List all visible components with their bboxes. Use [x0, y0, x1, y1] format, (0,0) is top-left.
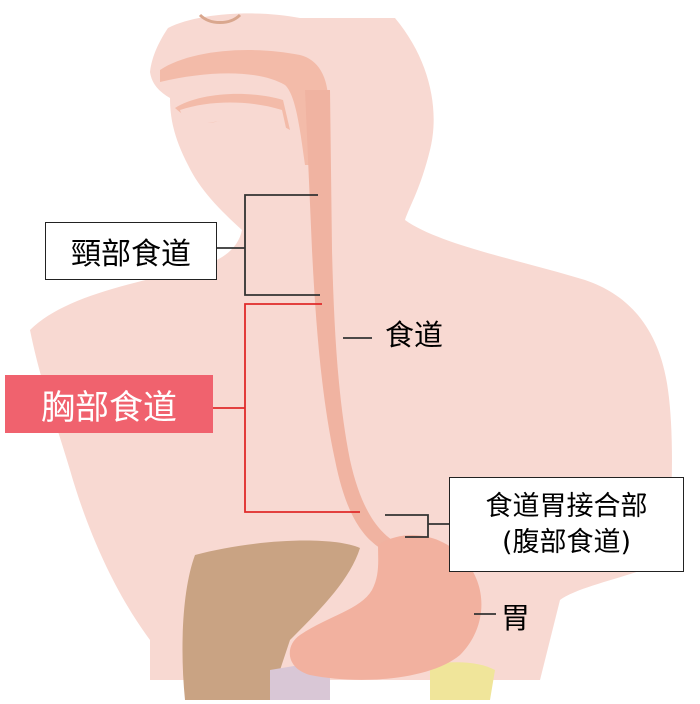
nasal-cavity [160, 50, 329, 165]
body-silhouette [30, 13, 672, 680]
gej-label-line2: (腹部食道) [501, 526, 632, 558]
stomach-label: 胃 [501, 601, 531, 635]
hair-icon [198, 13, 242, 24]
cervical-bracket [244, 194, 320, 296]
esophagus-label: 食道 [385, 318, 444, 352]
gej-label-box: 食道胃接合部 (腹部食道) [449, 477, 684, 572]
gej-bracket [385, 514, 429, 538]
thoracic-esophagus-label-box: 胸部食道 [5, 375, 213, 433]
gallbladder-hint [430, 662, 495, 700]
thoracic-esophagus-label: 胸部食道 [41, 387, 177, 428]
gej-label-line1: 食道胃接合部 [485, 490, 648, 522]
cervical-esophagus-label: 頸部食道 [71, 237, 191, 272]
esophagus-tube [305, 90, 392, 548]
cervical-esophagus-label-box: 頸部食道 [45, 222, 217, 280]
liver [182, 540, 360, 700]
stomach [289, 535, 482, 680]
tongue [180, 102, 286, 128]
